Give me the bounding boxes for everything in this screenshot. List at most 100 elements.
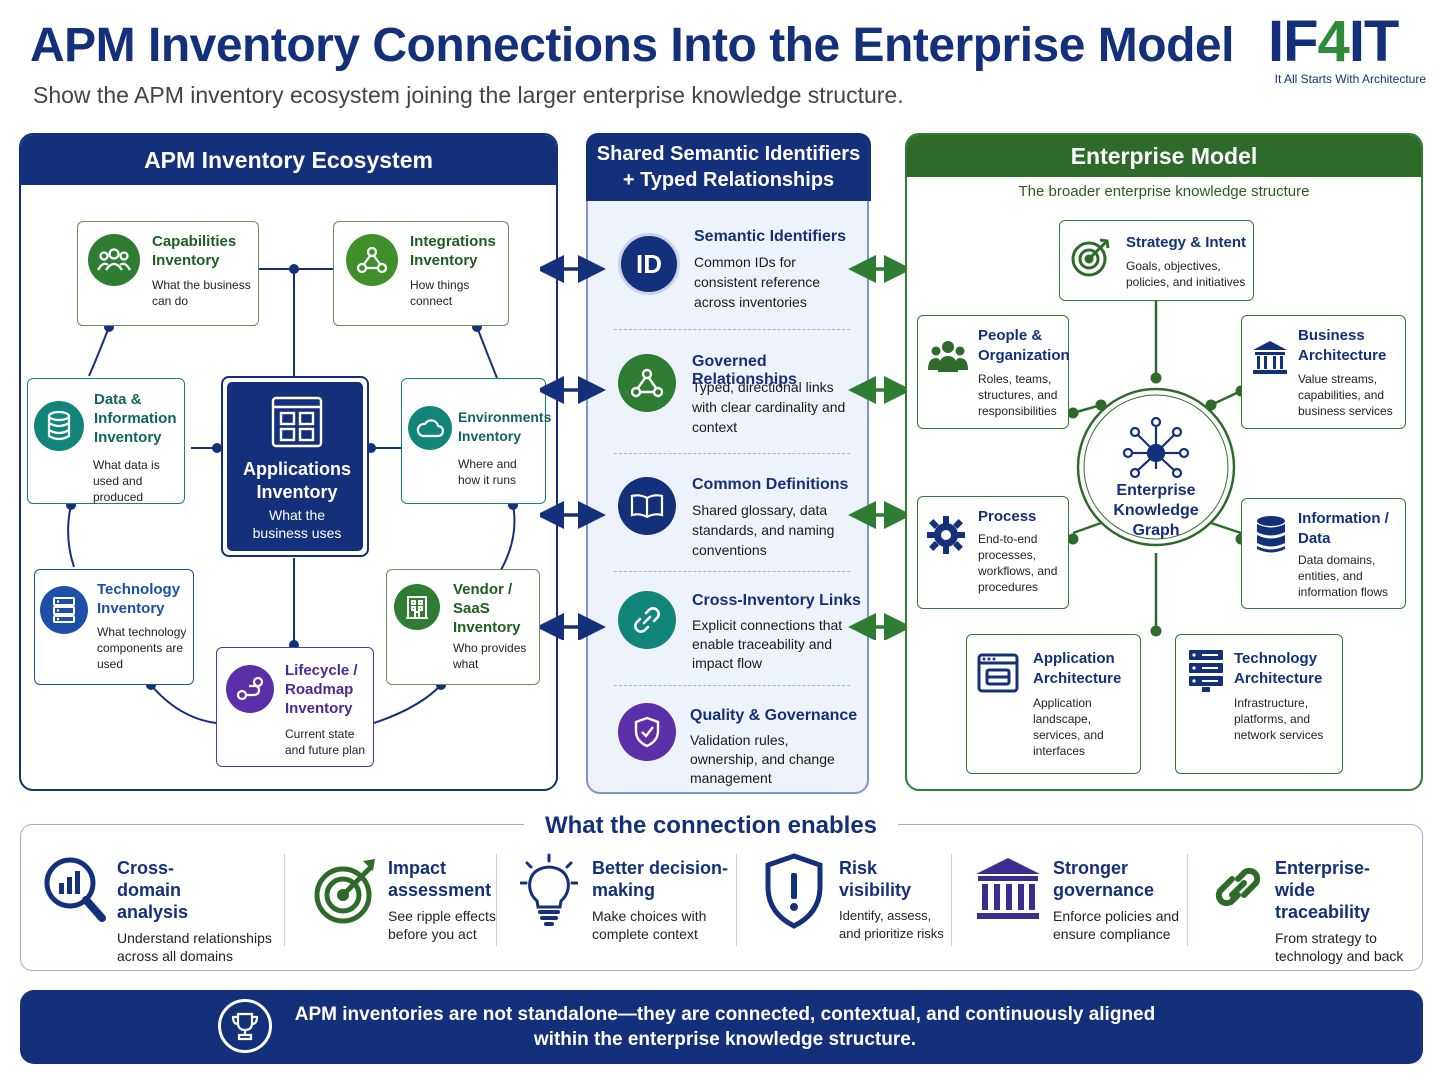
if4it-logo: IF4IT <box>1268 9 1400 74</box>
capabilities-inventory-card[interactable]: Capabilities Inventory What the business… <box>77 221 259 326</box>
technology-title: Technology Inventory <box>97 581 181 617</box>
benefit-desc: See ripple effects before you act <box>388 908 496 942</box>
divider <box>284 854 285 946</box>
cloud-icon <box>408 406 452 450</box>
governed-relationships-title: Governed Relationships <box>692 353 797 388</box>
logo-text-end: IT <box>1348 9 1400 74</box>
separator <box>614 329 850 330</box>
knowledge-graph-icon <box>1122 416 1190 479</box>
technology-architecture-desc: Infrastructure, platforms, and network s… <box>1234 696 1324 742</box>
integrations-inventory-card[interactable]: Integrations Inventory How things connec… <box>333 221 509 326</box>
enterprise-hub-connectors <box>1067 301 1247 637</box>
enterprise-model-subtitle: The broader enterprise knowledge structu… <box>1018 183 1310 200</box>
people-desc: Roles, teams, structures, and responsibi… <box>978 372 1058 418</box>
people-title: People & Organization <box>978 327 1070 364</box>
app-window-icon <box>977 653 1019 693</box>
business-title: Business Architecture <box>1298 327 1387 364</box>
divider <box>496 854 497 946</box>
benefit-desc: Identify, assess, and prioritize risks <box>839 908 944 941</box>
benefit-title: Impact assessment <box>388 858 492 900</box>
benefit-title: Stronger governance <box>1053 858 1155 900</box>
chain-link-icon <box>1215 867 1261 907</box>
data-information-inventory-card[interactable]: Data & Information Inventory What data i… <box>27 378 185 504</box>
divider <box>1187 854 1188 946</box>
semantic-identifiers-title: Semantic Identifiers <box>694 228 847 245</box>
common-definitions-desc: Shared glossary, data standards, and nam… <box>692 502 835 558</box>
page-subtitle: Show the APM inventory ecosystem joining… <box>33 82 904 108</box>
target-icon <box>1071 238 1110 277</box>
separator <box>614 453 850 454</box>
enterprise-model-title: Enterprise Model <box>907 135 1421 177</box>
lifecycle-roadmap-desc: Current state and future plan <box>285 727 366 757</box>
benefit-title: Risk visibility <box>839 858 912 900</box>
trophy-icon <box>218 999 272 1053</box>
semantic-identifiers-desc: Common IDs for consistent reference acro… <box>694 254 821 310</box>
vendor-saas-title: Vendor / SaaS Inventory <box>453 581 521 636</box>
benefit-title: Cross-domain analysis <box>117 858 189 922</box>
enterprise-knowledge-graph-hub[interactable]: Enterprise Knowledge Graph <box>1113 482 1199 539</box>
benefit-risk-visibility: Risk visibility Identify, assess, and pr… <box>839 857 951 943</box>
vendor-saas-desc: Who provides what <box>453 641 527 671</box>
benefits-title: What the connection enables <box>524 810 898 842</box>
server-rack-icon <box>1189 650 1223 692</box>
benefit-desc: Enforce policies and ensure compliance <box>1053 908 1180 942</box>
people-icon <box>928 341 968 372</box>
benefit-desc: Understand relationships across all doma… <box>117 930 272 964</box>
cross-inventory-links-title: Cross-Inventory Links <box>692 592 861 609</box>
technology-architecture-card[interactable]: Technology Architecture Infrastructure, … <box>1175 634 1343 774</box>
strategy-intent-card[interactable]: Strategy & Intent Goals, objectives, pol… <box>1059 220 1254 301</box>
benefits-panel <box>20 824 1423 971</box>
information-data-title: Information / Data <box>1298 510 1389 547</box>
apm-ecosystem-title: APM Inventory Ecosystem <box>21 135 556 185</box>
shield-check-icon <box>618 703 676 761</box>
environments-title: Environments Inventory <box>458 409 552 444</box>
lightbulb-icon <box>520 853 578 926</box>
data-information-desc: What data is used and produced <box>93 458 160 504</box>
lifecycle-roadmap-inventory-card[interactable]: Lifecycle / Roadmap Inventory Current st… <box>216 647 374 767</box>
benefit-desc: From strategy to technology and back <box>1275 930 1404 964</box>
environments-desc: Where and how it runs <box>458 457 517 487</box>
integrations-desc: How things connect <box>410 278 470 308</box>
application-architecture-title: Application Architecture <box>1033 650 1122 687</box>
footer-message: APM inventories are not standalone—they … <box>290 1002 1160 1052</box>
quality-governance-title: Quality & Governance <box>690 707 858 724</box>
server-icon <box>40 586 88 634</box>
page-title: APM Inventory Connections Into the Enter… <box>30 19 1234 72</box>
application-architecture-card[interactable]: Application Architecture Application lan… <box>966 634 1141 774</box>
lifecycle-roadmap-title: Lifecycle / Roadmap Inventory <box>285 662 358 717</box>
environments-inventory-card[interactable]: Environments Inventory Where and how it … <box>401 378 552 504</box>
benefit-enterprise-traceability: Enterprise-wide traceability From strate… <box>1275 857 1415 965</box>
id-badge-icon: ID <box>618 233 680 295</box>
network-nodes-icon <box>346 234 398 286</box>
footer-line2: within the enterprise knowledge structur… <box>533 1029 917 1050</box>
roadmap-icon <box>226 665 274 713</box>
capabilities-title: Capabilities Inventory <box>152 233 237 269</box>
process-title: Process <box>978 508 1037 525</box>
cross-inventory-links-desc: Explicit connections that enable traceab… <box>692 617 843 671</box>
people-organization-card[interactable]: People & Organization Roles, teams, stru… <box>917 315 1070 429</box>
business-desc: Value streams, capabilities, and busines… <box>1298 372 1393 418</box>
business-architecture-card[interactable]: Business Architecture Value streams, cap… <box>1241 315 1406 429</box>
semantic-identifiers-panel: Shared Semantic Identifiers + Typed Rela… <box>586 133 871 794</box>
information-data-card[interactable]: Information / Data Data domains, entitie… <box>1241 498 1406 609</box>
people-group-icon <box>88 234 140 286</box>
building-icon <box>394 584 440 630</box>
benefit-title: Enterprise-wide traceability <box>1275 858 1371 922</box>
technology-desc: What technology components are used <box>97 625 187 671</box>
vendor-saas-inventory-card[interactable]: Vendor / SaaS Inventory Who provides wha… <box>386 569 540 685</box>
process-desc: End-to-end processes, workflows, and pro… <box>978 532 1058 594</box>
applications-inventory-hub[interactable]: Applications Inventory What the business… <box>221 376 369 557</box>
semantic-panel-title-line1: Shared Semantic Identifiers <box>596 143 861 165</box>
benefit-title: Better decision-making <box>592 858 729 900</box>
technology-inventory-card[interactable]: Technology Inventory What technology com… <box>34 569 194 685</box>
institution-icon <box>976 858 1040 919</box>
process-card[interactable]: Process End-to-end processes, workflows,… <box>917 496 1069 609</box>
information-data-desc: Data domains, entities, and information … <box>1298 553 1389 599</box>
capabilities-desc: What the business can do <box>152 278 251 308</box>
benefit-desc: Make choices with complete context <box>592 908 707 942</box>
divider <box>951 854 952 946</box>
ecosystem-connectors <box>66 264 518 724</box>
integrations-title: Integrations Inventory <box>410 233 496 269</box>
semantic-panel-header: Shared Semantic Identifiers + Typed Rela… <box>586 133 871 201</box>
strategy-desc: Goals, objectives, policies, and initiat… <box>1126 259 1246 289</box>
